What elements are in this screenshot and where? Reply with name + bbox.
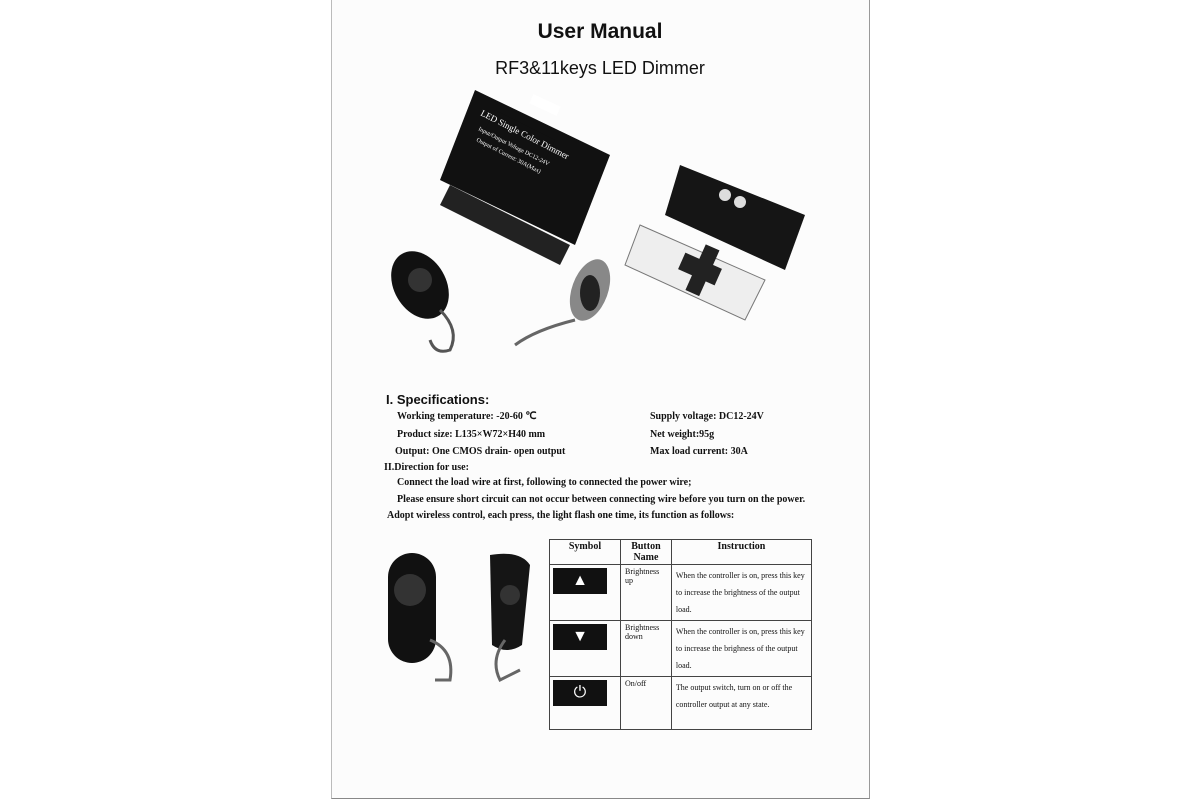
table-row: ▼ Brightness down When the controller is… [549,620,813,677]
specifications-heading: I. Specifications: [386,392,490,407]
spec-voltage: Supply voltage: DC12-24V [650,411,764,422]
table-header-row: Symbol Button Name Instruction [549,539,813,565]
power-icon: ⏻ [553,680,607,706]
brightness-down-icon: ▼ [553,624,607,650]
direction-step-3: Adopt wireless control, each press, the … [387,510,735,521]
button-name: Brightness down [620,620,672,677]
table-row: ⏻ On/off The output switch, turn on or o… [549,676,813,730]
spec-weight: Net weight:95g [650,429,715,440]
button-name: On/off [620,676,672,730]
round-remote-image [388,553,453,682]
instruction: When the controller is on, press this ke… [670,620,813,677]
remote-photos [388,553,530,683]
header-instruction: Instruction [670,539,813,565]
table-row: ▲ Brightness up When the controller is o… [549,564,813,621]
keyfob-remote-black-image [391,251,455,353]
instruction: The output switch, turn on or off the co… [670,676,813,730]
direction-heading: II.Direction for use: [384,462,469,473]
dimmer-controller-image: LED Single Color Dimmer Input/Output Vol… [440,90,610,265]
slim-remote-image [490,553,530,683]
spec-temperature: Working temperature: -20-60 ℃ [397,411,537,422]
direction-step-1: Connect the load wire at first, followin… [397,477,692,488]
spec-output: Output: One CMOS drain- open output [395,446,566,457]
header-button-name: Button Name [620,539,672,565]
11-key-remote-image [624,224,766,321]
header-symbol: Symbol [549,539,621,565]
rf-receiver-image [665,165,805,270]
product-photos: LED Single Color Dimmer Input/Output Vol… [391,90,805,353]
button-name: Brightness up [620,564,672,621]
keyfob-remote-silver-image [514,259,611,347]
page-subtitle: RF3&11keys LED Dimmer [495,58,705,78]
spec-size: Product size: L135×W72×H40 mm [397,429,546,440]
instruction: When the controller is on, press this ke… [670,564,813,621]
page-title: User Manual [537,20,663,43]
brightness-up-icon: ▲ [553,568,607,594]
button-function-table: Symbol Button Name Instruction ▲ Brightn… [549,539,813,730]
direction-step-2: Please ensure short circuit can not occu… [397,494,806,505]
spec-current: Max load current: 30A [650,446,748,457]
